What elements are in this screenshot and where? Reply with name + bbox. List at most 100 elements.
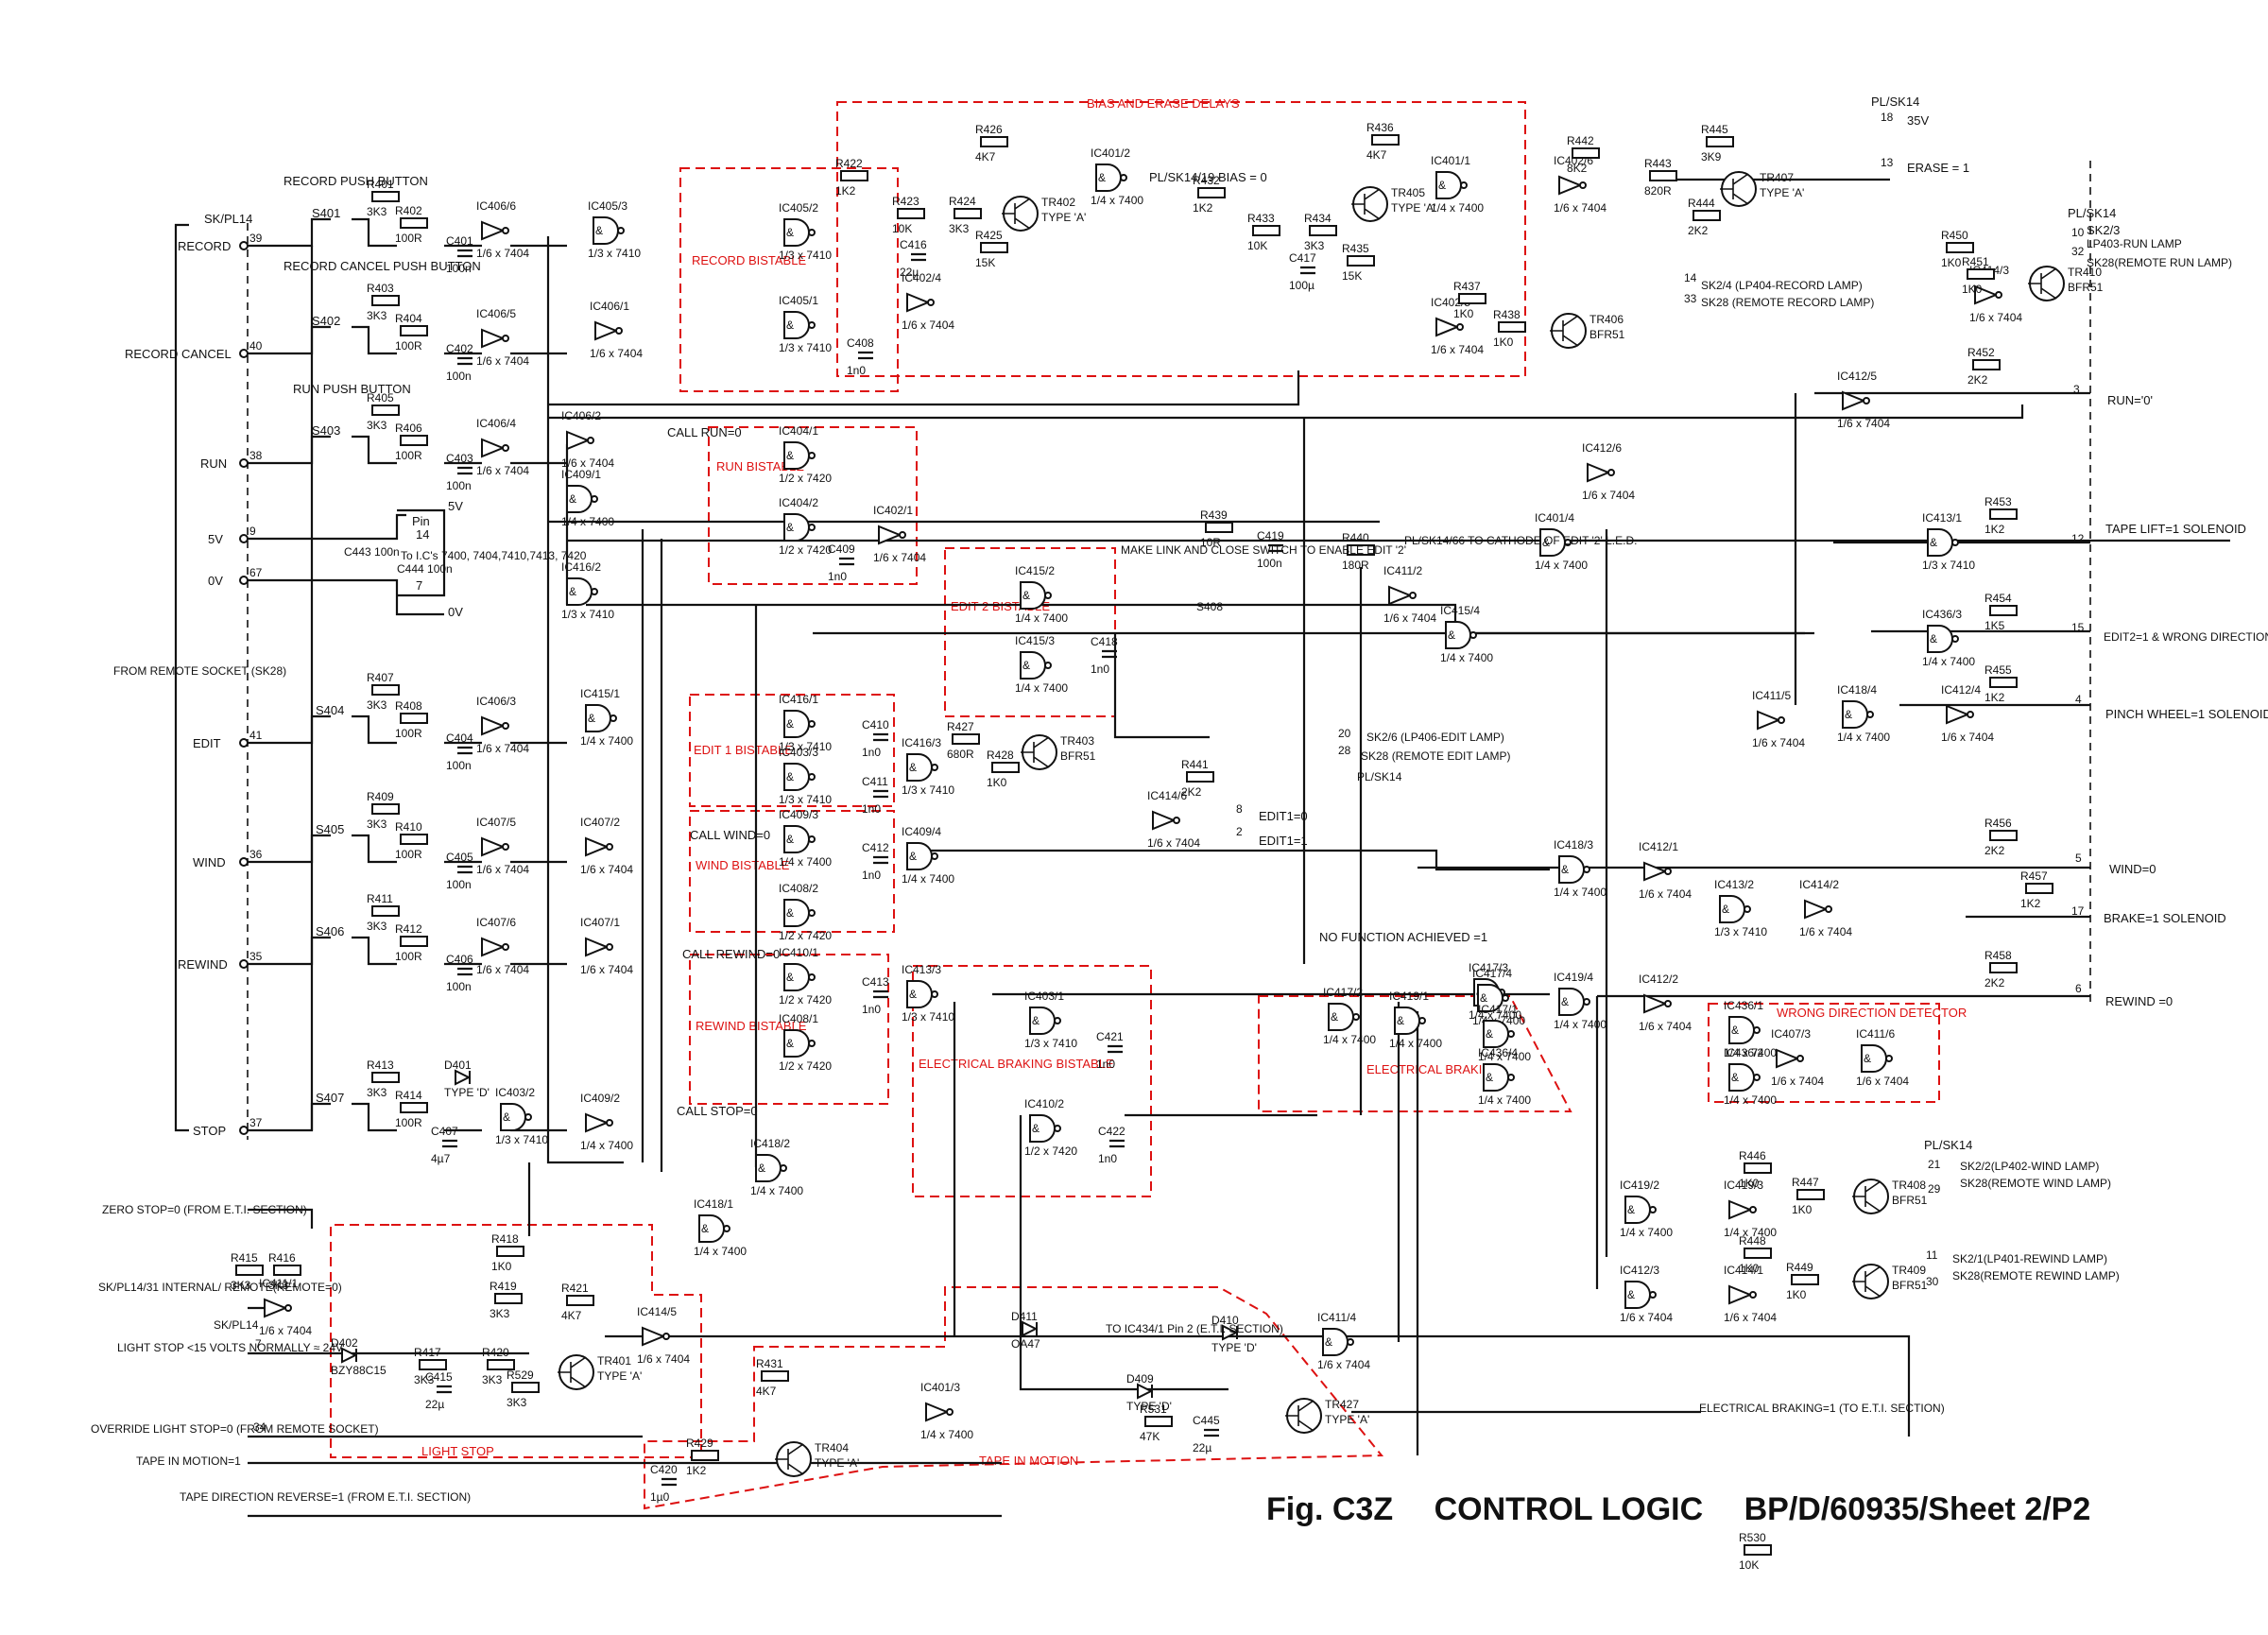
component-id: C403 <box>446 452 473 465</box>
resistor-symbol <box>566 1295 594 1306</box>
left-input-pin: 9 <box>249 525 256 538</box>
gate-id: IC415/1 <box>580 687 620 700</box>
gate-id: IC411/4 <box>1317 1311 1356 1324</box>
component-id: R435 <box>1342 242 1369 255</box>
inversion-bubble <box>591 495 598 503</box>
transistor-type: TYPE 'A' <box>815 1456 859 1470</box>
gate-id: IC404/1 <box>779 424 818 438</box>
component-id: C407 <box>431 1125 458 1138</box>
transistor-leads <box>1285 1400 1314 1432</box>
left-input-label: RECORD <box>178 239 231 253</box>
component-id: C417 <box>1289 251 1316 265</box>
capacitor-symbol <box>457 746 472 755</box>
transistor-type: BFR51 <box>1892 1194 1928 1207</box>
left-input-pin: 37 <box>249 1116 263 1129</box>
gate-id: IC413/1 <box>1922 511 1962 525</box>
gate-symbols: IC406/61/6 x 7404&IC405/31/3 x 7410&IC40… <box>259 146 2022 1441</box>
light-stop-box <box>330 1224 702 1458</box>
logic-gate: IC412/61/6 x 7404 <box>1582 441 1635 502</box>
resistor-symbol <box>2025 883 2053 894</box>
logic-gate: &IC408/21/2 x 7420 <box>779 882 832 942</box>
ro-pin32: 32 <box>2071 245 2085 258</box>
component-id: D409 <box>1126 1372 1154 1385</box>
gate-id: IC405/3 <box>588 199 627 213</box>
resistor-symbol <box>1458 293 1486 304</box>
s403-label: S403 <box>312 423 340 438</box>
gate-id: IC418/2 <box>750 1137 790 1150</box>
ro-pin8: 8 <box>1236 802 1243 816</box>
logic-gate: &IC410/11/2 x 7420 <box>779 946 832 1007</box>
component-value: 2K2 <box>1688 224 1709 237</box>
and-glyph: & <box>1542 536 1550 549</box>
and-glyph: & <box>786 971 794 984</box>
left-input-pin: 40 <box>249 339 263 353</box>
and-glyph: & <box>1325 1335 1332 1349</box>
inversion-bubble <box>1744 905 1751 913</box>
component-id: R423 <box>892 195 919 208</box>
component-id: C410 <box>862 718 889 731</box>
gate-id: IC408/2 <box>779 882 818 895</box>
component-value: 1K5 <box>1984 619 2005 632</box>
inversion-bubble <box>808 1040 816 1047</box>
gate-type: 1/4 x 7400 <box>1015 611 1068 625</box>
gate-type: 1/3 x 7410 <box>588 247 641 260</box>
inverter-symbol <box>1728 1199 1753 1220</box>
inversion-bubble <box>1825 905 1832 913</box>
s404-label: S404 <box>316 703 344 717</box>
component-id: R412 <box>395 922 422 936</box>
component-id: C413 <box>862 975 889 989</box>
ro-pin13: 13 <box>1881 156 1894 169</box>
inversion-bubble <box>502 843 509 851</box>
logic-gate: IC409/21/4 x 7400 <box>580 1092 633 1152</box>
diode-symbol <box>1222 1324 1239 1341</box>
tape-in-motion-box <box>644 1286 1384 1510</box>
component-id: R438 <box>1493 308 1521 321</box>
resistor-symbol <box>897 208 925 219</box>
transistor-id: TR409 <box>1892 1264 1926 1277</box>
component-value: 2K2 <box>1967 373 1988 387</box>
component-id: R418 <box>491 1232 519 1246</box>
gate-id: IC411/5 <box>1752 689 1791 702</box>
label-light-stop: LIGHT STOP <box>421 1444 494 1458</box>
and-glyph: & <box>786 226 794 239</box>
gate-type: 1/6 x 7404 <box>1147 836 1200 850</box>
ro-sk2-3: SK2/3 <box>2087 223 2120 237</box>
gate-type: 1/6 x 7404 <box>1639 1020 1692 1033</box>
gate-id: IC411/6 <box>1856 1027 1895 1041</box>
ro-pin30: 30 <box>1926 1275 1939 1288</box>
gate-id: IC417/3 <box>1469 961 1508 974</box>
resistor-symbol <box>419 1359 447 1370</box>
component-value: 10K <box>1739 1558 1759 1572</box>
run-push-button-label: RUN PUSH BUTTON <box>293 382 411 396</box>
component-value: 1K0 <box>1739 1262 1760 1275</box>
label-wind-bistable: WIND BISTABLE <box>696 858 790 872</box>
and-glyph: & <box>1561 863 1569 876</box>
logic-gate: IC406/11/6 x 7404 <box>590 300 643 360</box>
resistor-symbol <box>371 803 400 815</box>
button-labels: RECORD PUSH BUTTON RECORD CANCEL PUSH BU… <box>284 174 481 1105</box>
component-id: R407 <box>367 671 394 684</box>
inversion-bubble <box>808 835 816 843</box>
gate-id: IC418/3 <box>1554 838 1593 852</box>
logic-gate: &IC412/31/6 x 7404 <box>1620 1264 1673 1324</box>
component-value: 1K2 <box>1984 691 2005 704</box>
ro-pinch: PINCH WHEEL=1 SOLENOID <box>2105 707 2268 721</box>
logic-gate: &IC411/61/6 x 7404 <box>1856 1027 1909 1088</box>
gate-id: IC414/5 <box>637 1305 677 1318</box>
gate-id: IC402/1 <box>873 504 913 517</box>
gate-id: IC409/2 <box>580 1092 620 1105</box>
inversion-bubble <box>1995 291 2002 299</box>
transistor-id: TR408 <box>1892 1179 1926 1192</box>
transistor-id: TR410 <box>2068 266 2102 279</box>
resistor-symbol <box>371 1072 400 1083</box>
inversion-bubble <box>606 843 613 851</box>
